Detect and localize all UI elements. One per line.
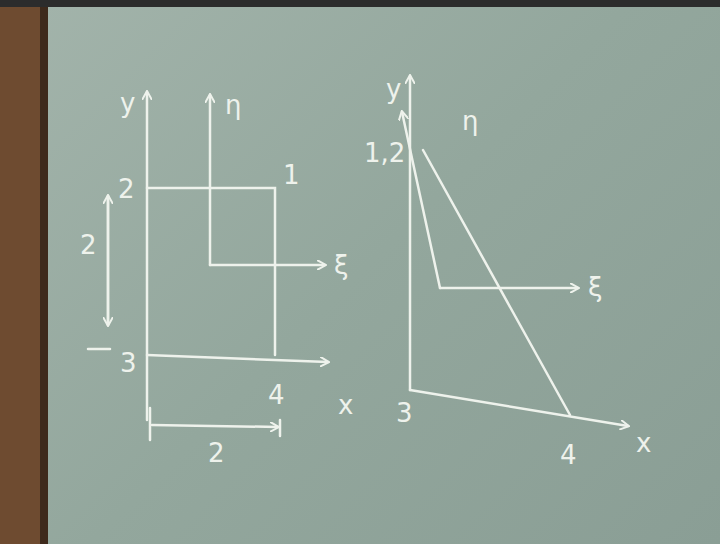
corner-number: 3 [396,400,413,426]
axis-label: ξ [588,274,603,300]
corner-number: 3 [120,350,137,376]
corner-number: 4 [560,442,577,468]
axis-label: x [338,392,353,418]
dimension: 2 [80,232,97,258]
axis-label: x [636,430,651,456]
axis-label: ξ [334,252,349,278]
axis-label: y [386,76,401,102]
corner-number: 4 [268,382,285,408]
axis-label: y [120,90,135,116]
corner-number: 1 [283,162,300,188]
axis-label: η [225,92,241,118]
dimension: 2 [208,440,225,466]
axis-label: η [462,108,478,134]
corner-number: 1,2 [364,140,405,166]
corner-number: 2 [118,176,135,202]
